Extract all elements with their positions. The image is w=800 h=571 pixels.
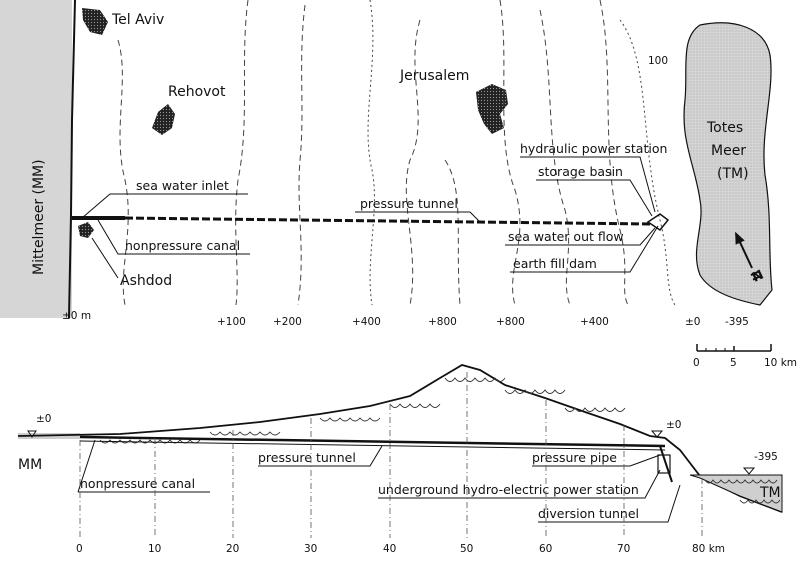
terrain-hatch <box>99 377 626 444</box>
tel-aviv-label: Tel Aviv <box>111 12 164 28</box>
sea-water-out-flow-label: sea water out flow <box>508 229 624 244</box>
elev-400a: +400 <box>352 316 381 328</box>
terrain-profile <box>17 364 783 513</box>
rehovot-city <box>152 104 175 135</box>
pressure-tunnel-leader <box>355 211 481 223</box>
profile-tm-label: TM <box>759 485 781 501</box>
coastline <box>68 0 76 319</box>
contour-100 <box>235 0 249 306</box>
profile-diversion-tunnel-label: diversion tunnel <box>538 506 639 521</box>
jerusalem-label: Jerusalem <box>399 68 469 84</box>
profile-underground-station-label: underground hydro-electric power station <box>378 482 639 497</box>
ashdod-leader <box>91 237 119 279</box>
elev-0: ±0 <box>685 316 700 328</box>
contour-400 <box>405 19 421 306</box>
nonpressure-canal-label: nonpressure canal <box>125 238 240 253</box>
km-tick-70: 70 <box>617 543 630 555</box>
dead-sea <box>683 22 773 306</box>
profile-tunnel-leader <box>258 445 383 467</box>
elev-sea: ±0 m <box>62 310 91 322</box>
contour-east-steep <box>619 19 676 306</box>
elev-100: +100 <box>217 316 246 328</box>
contour-400-east <box>599 0 629 306</box>
level-right-label: ±0 <box>666 419 681 431</box>
elev-200: +200 <box>273 316 302 328</box>
scale-tick-5: 5 <box>730 357 737 369</box>
profile-pressure-pipe-label: pressure pipe <box>532 450 617 465</box>
totes-meer-label-3: (TM) <box>717 166 749 182</box>
sea-water-inlet-leader <box>81 193 248 219</box>
km-tick-80: 80 km <box>692 543 725 555</box>
scale-tick-10: 10 km <box>764 357 797 369</box>
km-tick-10: 10 <box>148 543 161 555</box>
profile-tunnel-second <box>79 440 666 451</box>
contour-800a <box>499 0 521 306</box>
profile-pressure-tunnel-label: pressure tunnel <box>258 450 356 465</box>
elev-800a: +800 <box>428 316 457 328</box>
sea-water-inlet-label: sea water inlet <box>136 178 229 193</box>
level-marker-right <box>650 430 664 438</box>
level-marker-left <box>27 430 37 438</box>
pressure-tunnel-label: pressure tunnel <box>360 196 458 211</box>
tel-aviv-city <box>82 8 108 35</box>
hydraulic-station-leader <box>520 156 656 213</box>
level-left-label: ±0 <box>36 413 51 425</box>
earth-fill-dam-leader <box>510 225 659 273</box>
level-marker-tm <box>742 467 756 475</box>
ashdod-city <box>78 222 94 238</box>
profile-canal-leader <box>77 439 210 493</box>
profile-panel: ±0 ±0 -395 MM TM pressure tunnel pressur… <box>17 364 783 555</box>
hydraulic-power-station-label: hydraulic power station <box>520 141 667 156</box>
km-tick-60: 60 <box>539 543 552 555</box>
mittelmeer-label: Mittelmeer (MM) <box>31 159 47 275</box>
profile-nonpressure-canal-label: nonpressure canal <box>80 476 195 491</box>
km-tick-20: 20 <box>226 543 239 555</box>
jerusalem-city <box>476 84 508 134</box>
contour-coast <box>117 39 129 306</box>
level-tm-label: -395 <box>754 451 778 463</box>
totes-meer-label-2: Meer <box>711 143 746 159</box>
km-tick-0: 0 <box>76 543 83 555</box>
mediterranean-sea <box>0 0 72 318</box>
dead-sea-bottom-hatch <box>704 479 781 504</box>
underground-power-station <box>657 454 671 474</box>
outflow-structures <box>646 213 670 232</box>
contour-200 <box>297 4 306 306</box>
contour-100-label: 100 <box>648 55 668 67</box>
map-panel: Mittelmeer (MM) Totes Meer (TM) Tel Aviv… <box>0 0 797 369</box>
elev-400b: +400 <box>580 316 609 328</box>
km-tick-30: 30 <box>304 543 317 555</box>
earth-fill-dam-label: earth fill dam <box>513 256 597 271</box>
km-tick-40: 40 <box>383 543 396 555</box>
contour-300 <box>367 0 375 306</box>
km-tick-50: 50 <box>460 543 473 555</box>
rehovot-label: Rehovot <box>168 84 226 100</box>
scale-bar: 0 5 10 km <box>693 344 797 369</box>
profile-pressure-tunnel <box>79 435 666 448</box>
storage-basin-leader <box>536 179 653 217</box>
ashdod-label: Ashdod <box>120 273 172 289</box>
profile-km-guides <box>79 372 703 538</box>
storage-basin-label: storage basin <box>538 164 623 179</box>
elev-395: -395 <box>725 316 749 328</box>
profile-pipe-leader <box>532 454 661 467</box>
profile-mm-label: MM <box>18 457 42 473</box>
elev-800b: +800 <box>496 316 525 328</box>
profile-diversion-leader <box>538 484 681 523</box>
nonpressure-canal-leader <box>97 219 250 255</box>
scale-tick-0: 0 <box>693 357 700 369</box>
north-arrow <box>735 231 761 281</box>
sea-water-out-flow-leader <box>505 227 656 246</box>
contour-600 <box>444 159 461 306</box>
totes-meer-label-1: Totes <box>706 120 743 136</box>
pressure-tunnel-line <box>124 216 651 226</box>
pressure-pipe <box>659 445 673 483</box>
